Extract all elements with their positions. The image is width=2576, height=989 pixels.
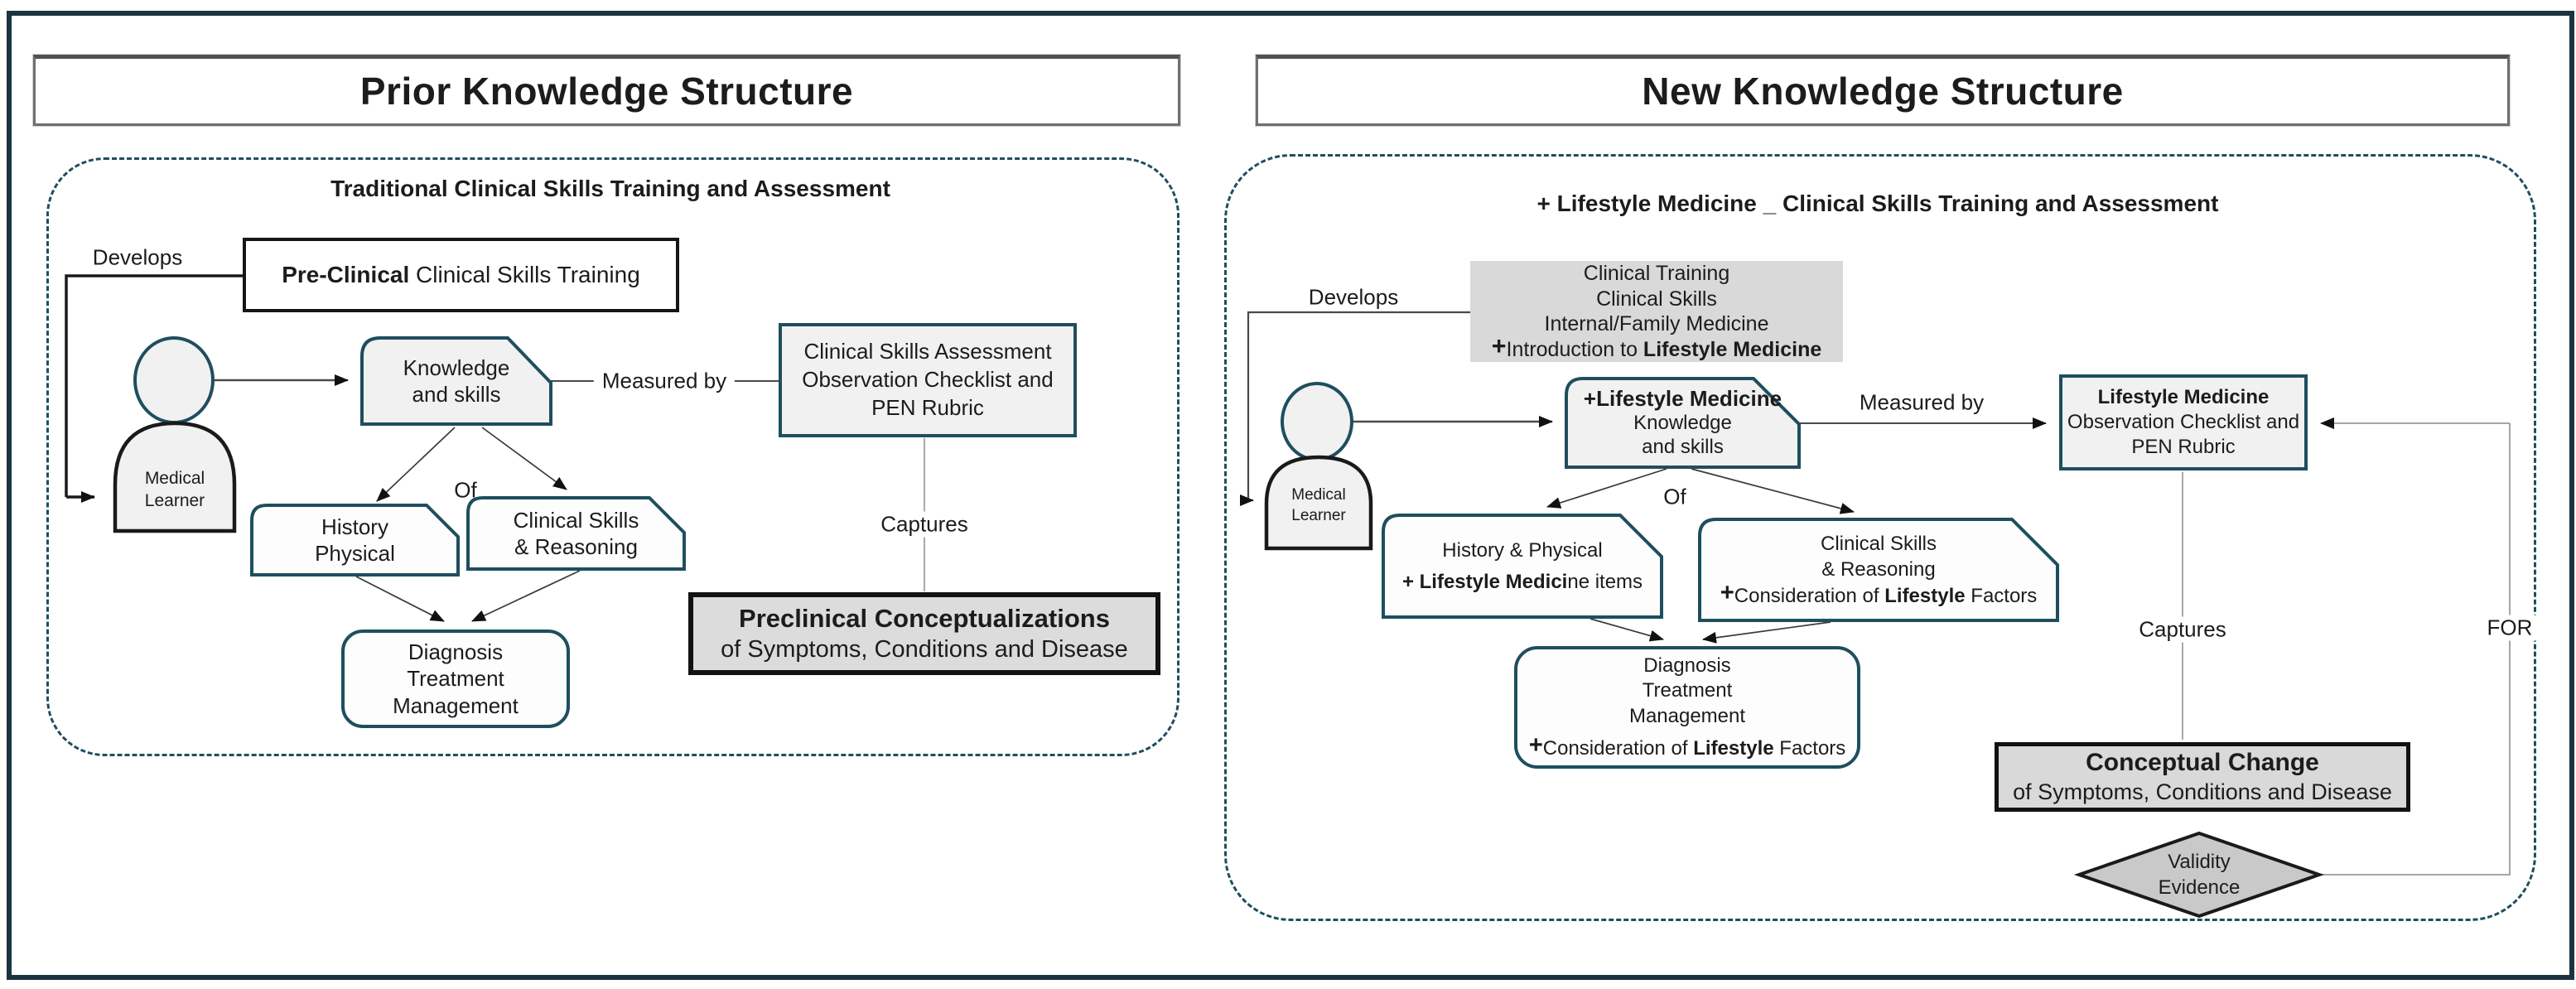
- knowledge-box-shape: [360, 336, 552, 426]
- lm-observation-box: Lifestyle Medicine Observation Checklist…: [2059, 374, 2308, 470]
- diagnosis-box: Diagnosis Treatment Management: [341, 630, 570, 728]
- lm-knowledge-box-shape: [1565, 377, 1801, 469]
- clinical-training-box: Clinical Training Clinical Skills Intern…: [1470, 261, 1843, 362]
- left-dashed-container: [46, 157, 1179, 756]
- left-develops-label: Develops: [92, 244, 183, 270]
- lm-diagnosis-line4: +Consideration of Lifestyle Factors: [1528, 731, 1846, 760]
- clinical-skills-reasoning-box: Clinical Skills & Reasoning: [513, 507, 639, 560]
- history-box-shape: [250, 504, 460, 577]
- right-dashed-container: [1224, 154, 2536, 921]
- lm-csr-box-shape: [1698, 518, 2059, 622]
- history-physical-box: History Physical: [315, 514, 395, 567]
- lm-csr-line3: +Consideration of Lifestyle Factors: [1720, 578, 2038, 607]
- left-measured-by-label: Measured by: [593, 368, 736, 394]
- right-page-title: New Knowledge Structure: [1642, 70, 2124, 113]
- figure-outer-border: [7, 11, 2574, 980]
- left-panel-title-box: Prior Knowledge Structure: [33, 55, 1180, 126]
- preclinical-training-box: Pre-Clinical Clinical Skills Training: [243, 238, 679, 312]
- lm-diagnosis-box: Diagnosis Treatment Management +Consider…: [1514, 646, 1860, 769]
- lm-csr-box: Clinical Skills & Reasoning +Considerati…: [1700, 519, 2057, 620]
- right-container-title: + Lifestyle Medicine _ Clinical Skills T…: [1536, 191, 2219, 216]
- right-of-arrow-csr: [1691, 468, 1855, 514]
- left-converge-arrow-history: [355, 576, 445, 622]
- right-develops-elbow: [1247, 311, 1470, 500]
- lm-history-box-shape: [1382, 514, 1663, 619]
- right-captures-label: Captures: [2130, 616, 2235, 643]
- lm-history-physical-box: History & Physical + Lifestyle Medicine …: [1383, 515, 1662, 617]
- right-measured-by-label: Measured by: [1859, 389, 1985, 415]
- validity-evidence-label: Validity Evidence: [2158, 850, 2241, 899]
- right-for-label: FOR: [2478, 615, 2541, 641]
- page-title: Prior Knowledge Structure: [359, 70, 854, 113]
- right-of-label: Of: [1663, 484, 1686, 509]
- left-develops-elbow: [65, 274, 243, 497]
- lm-history-line2: + Lifestyle Medicine items: [1401, 570, 1643, 593]
- left-container-title: Traditional Clinical Skills Training and…: [330, 176, 890, 201]
- right-learner-body-icon: [1264, 455, 1373, 551]
- training-lm-line: +Introduction to Lifestyle Medicine: [1491, 331, 1822, 361]
- conceptual-change-box: Conceptual Change of Symptoms, Condition…: [1995, 742, 2410, 812]
- right-converge-arrow-history: [1589, 618, 1664, 642]
- assessment-box: Clinical Skills Assessment Observation C…: [779, 323, 1077, 437]
- right-medical-learner-label: Medical Learner: [1291, 486, 1346, 524]
- preclinical-training-label: Pre-Clinical Clinical Skills Training: [282, 262, 640, 287]
- right-of-arrow-history: [1546, 468, 1667, 509]
- lm-knowledge-skills-box: +Lifestyle Medicine Knowledge and skills: [1583, 386, 1782, 459]
- left-converge-arrow-csr: [471, 570, 581, 622]
- right-converge-arrow-csr: [1702, 621, 1831, 644]
- left-captures-label: Captures: [872, 511, 977, 538]
- right-develops-label: Develops: [1308, 284, 1399, 310]
- left-of-arrow-csr: [481, 427, 567, 490]
- left-of-arrow-history: [376, 427, 456, 502]
- csr-box-shape: [466, 496, 686, 571]
- left-of-label: Of: [454, 477, 477, 503]
- left-learner-body-icon: [113, 421, 237, 533]
- left-medical-learner-label: Medical Learner: [144, 468, 205, 510]
- right-panel-title-box: New Knowledge Structure: [1256, 55, 2510, 126]
- preclinical-conceptualizations-box: Preclinical Conceptualizations of Sympto…: [688, 592, 1160, 675]
- knowledge-skills-box: Knowledge and skills: [403, 355, 510, 408]
- validity-diamond-shape: [2073, 831, 2325, 919]
